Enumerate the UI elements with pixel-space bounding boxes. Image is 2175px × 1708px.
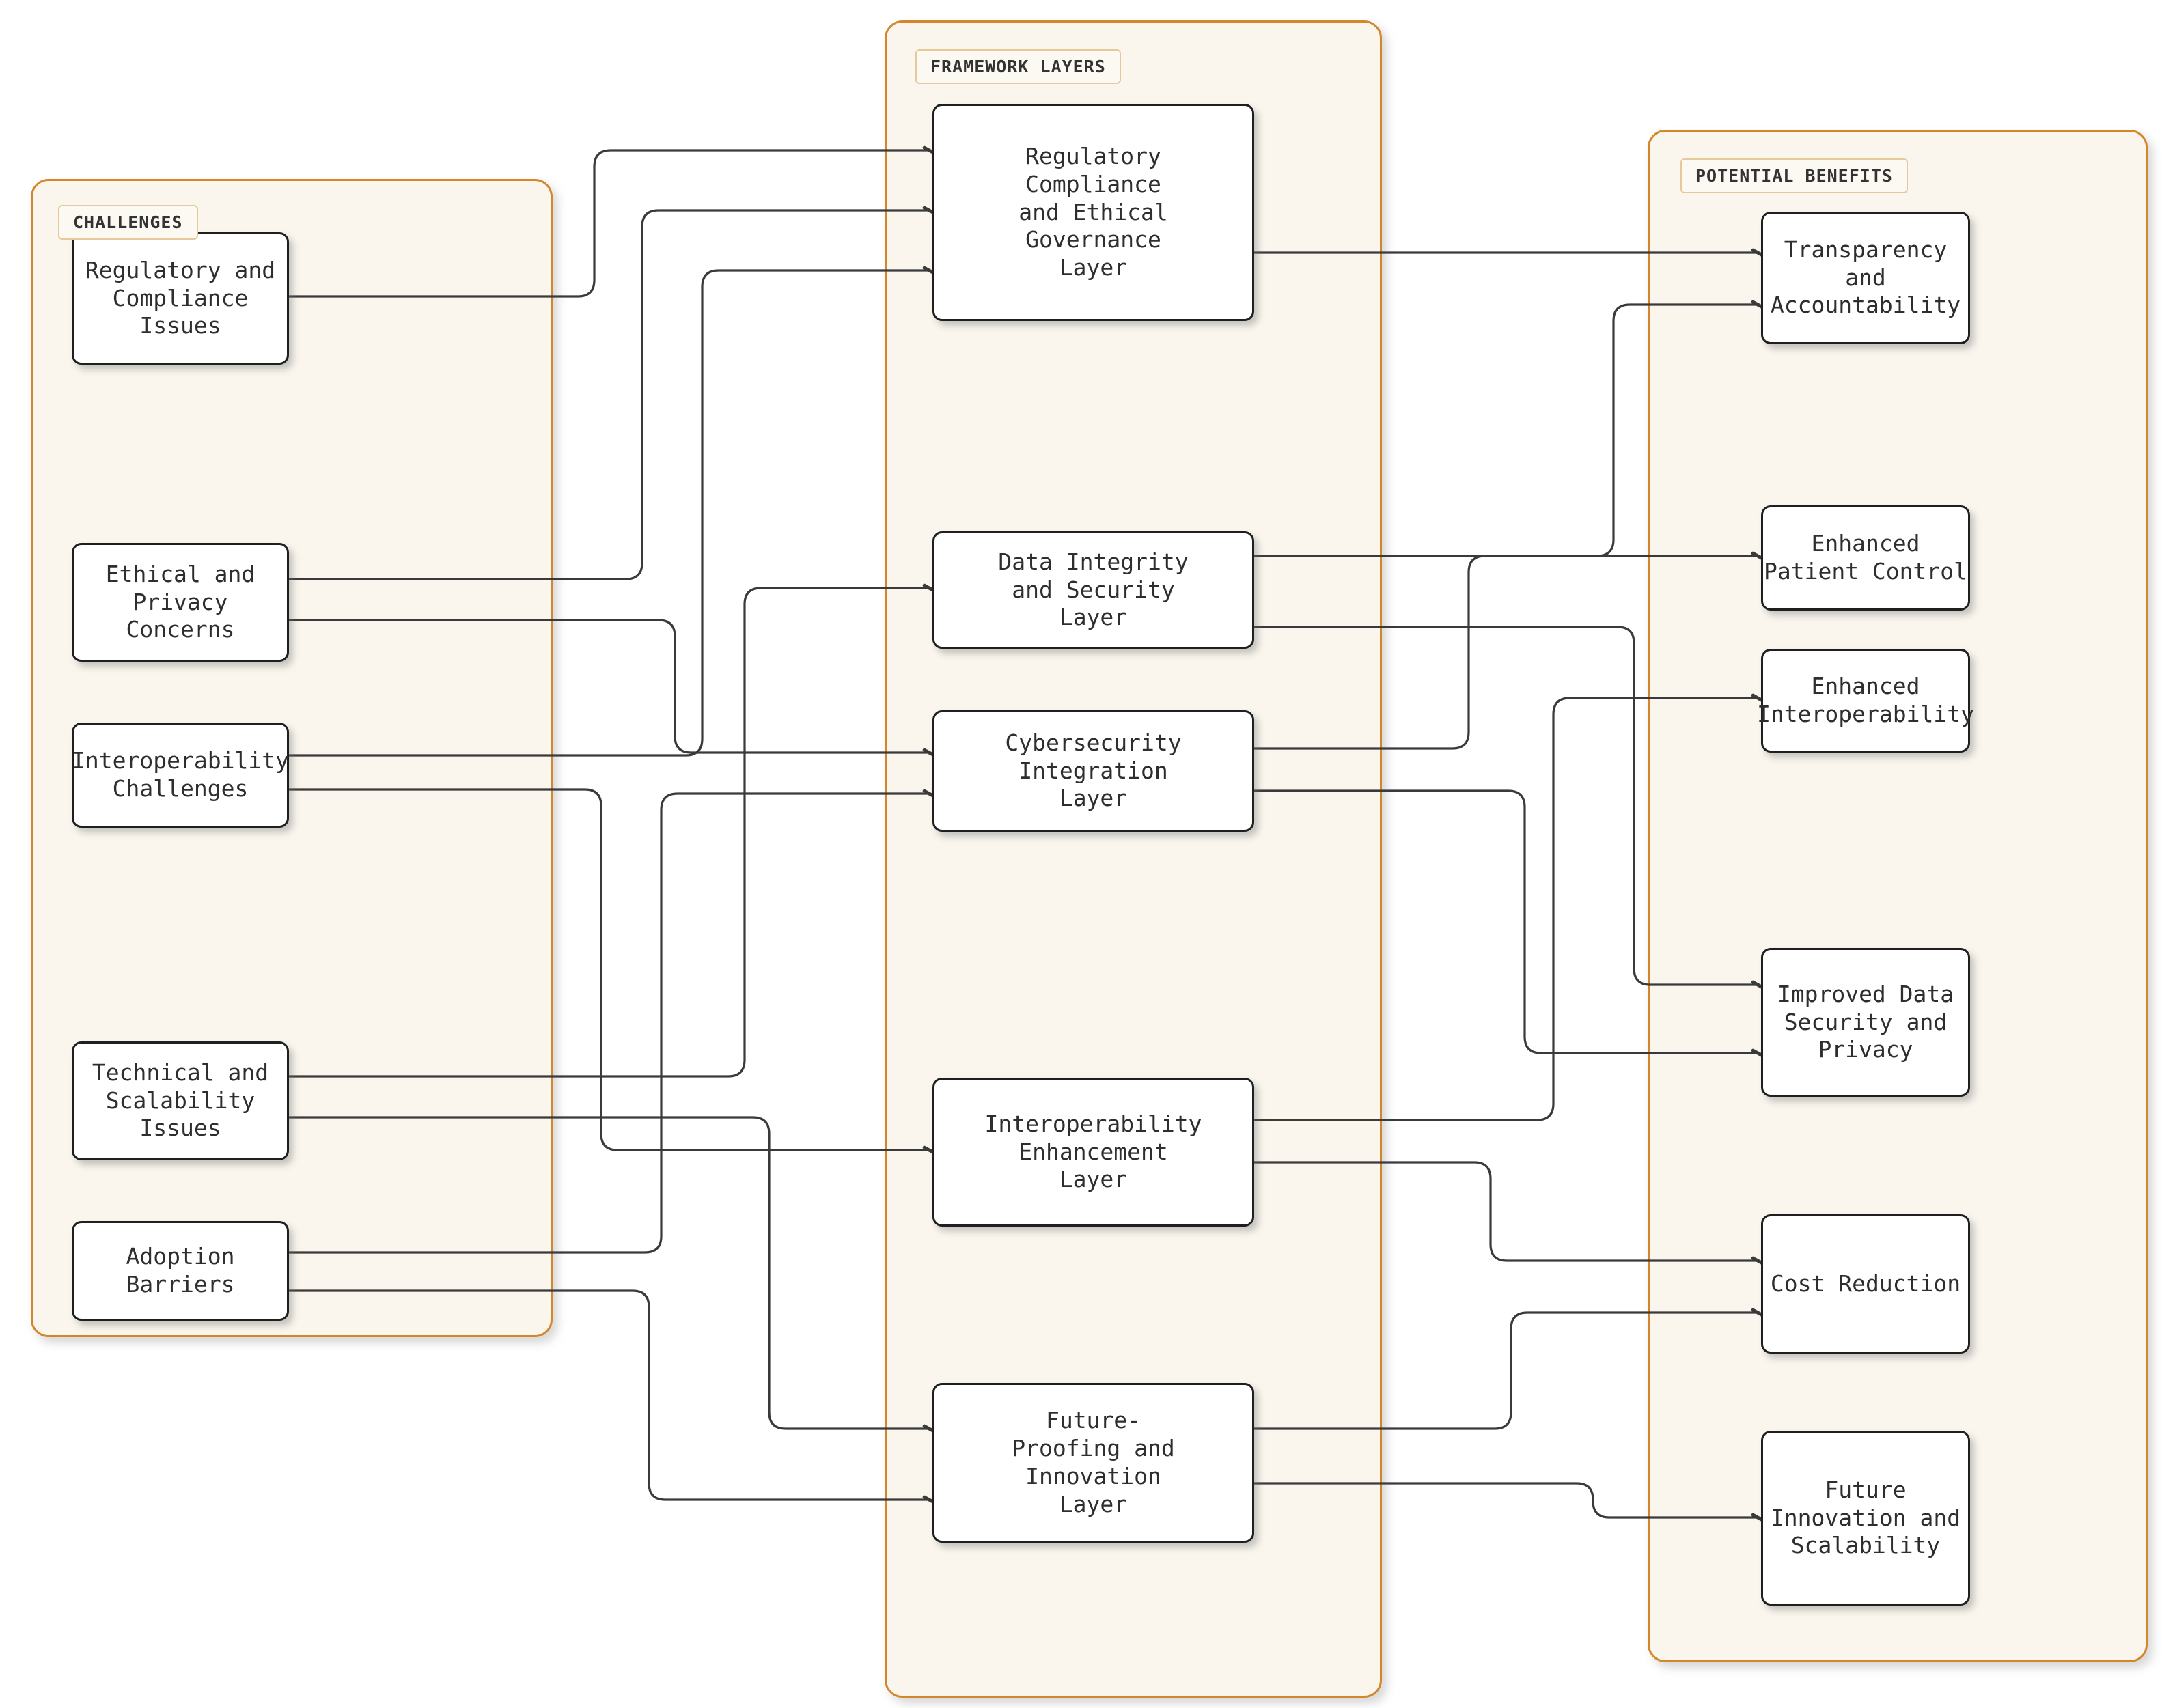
node-B3: Enhanced Interoperability: [1757, 649, 1974, 753]
edge-IC-L1: [285, 270, 930, 757]
framework-layers-title: FRAMEWORK LAYERS: [915, 49, 1121, 84]
edge-EP-L1: [285, 210, 930, 580]
edge-AB-L5: [285, 1289, 930, 1500]
edge-L5-B5: [1250, 1313, 1759, 1430]
edge-L4-B3: [1250, 698, 1759, 1121]
benefits-title: POTENTIAL BENEFITS: [1680, 158, 1908, 193]
node-IC: Interoperability Challenges: [72, 723, 289, 828]
edge-TS-L2: [285, 588, 930, 1078]
edge-EP-L3: [285, 619, 930, 753]
edge-L2-B1: [1250, 305, 1759, 557]
node-TS: Technical and Scalability Issues: [72, 1041, 289, 1160]
node-B6: Future Innovation and Scalability: [1761, 1431, 1970, 1606]
node-EP: Ethical and Privacy Concerns: [72, 543, 289, 662]
edge-L4-B5: [1250, 1161, 1759, 1261]
benefits-container: [1648, 130, 2148, 1662]
node-B2: Enhanced Patient Control: [1761, 505, 1970, 611]
challenges-title: CHALLENGES: [58, 205, 198, 240]
node-L1: Regulatory Compliance and Ethical Govern…: [932, 104, 1254, 321]
node-B4: Improved Data Security and Privacy: [1761, 948, 1970, 1097]
node-L5: Future- Proofing and Innovation Layer: [932, 1383, 1254, 1543]
edge-L2-B4: [1250, 626, 1759, 985]
node-B5: Cost Reduction: [1761, 1214, 1970, 1354]
node-AB: Adoption Barriers: [72, 1221, 289, 1321]
edge-L5-B6: [1250, 1482, 1759, 1517]
edge-L3-B2: [1250, 556, 1759, 750]
node-RC: Regulatory and Compliance Issues: [72, 232, 289, 365]
node-L2: Data Integrity and Security Layer: [932, 531, 1254, 649]
edge-TS-L5: [285, 1116, 930, 1429]
node-L3: Cybersecurity Integration Layer: [932, 710, 1254, 832]
node-B1: Transparency and Accountability: [1761, 212, 1970, 344]
edge-IC-L4: [285, 788, 930, 1150]
node-L4: Interoperability Enhancement Layer: [932, 1078, 1254, 1227]
edge-RC-L1: [285, 150, 930, 298]
edge-AB-L3: [285, 794, 930, 1254]
edge-L3-B4: [1250, 789, 1759, 1053]
